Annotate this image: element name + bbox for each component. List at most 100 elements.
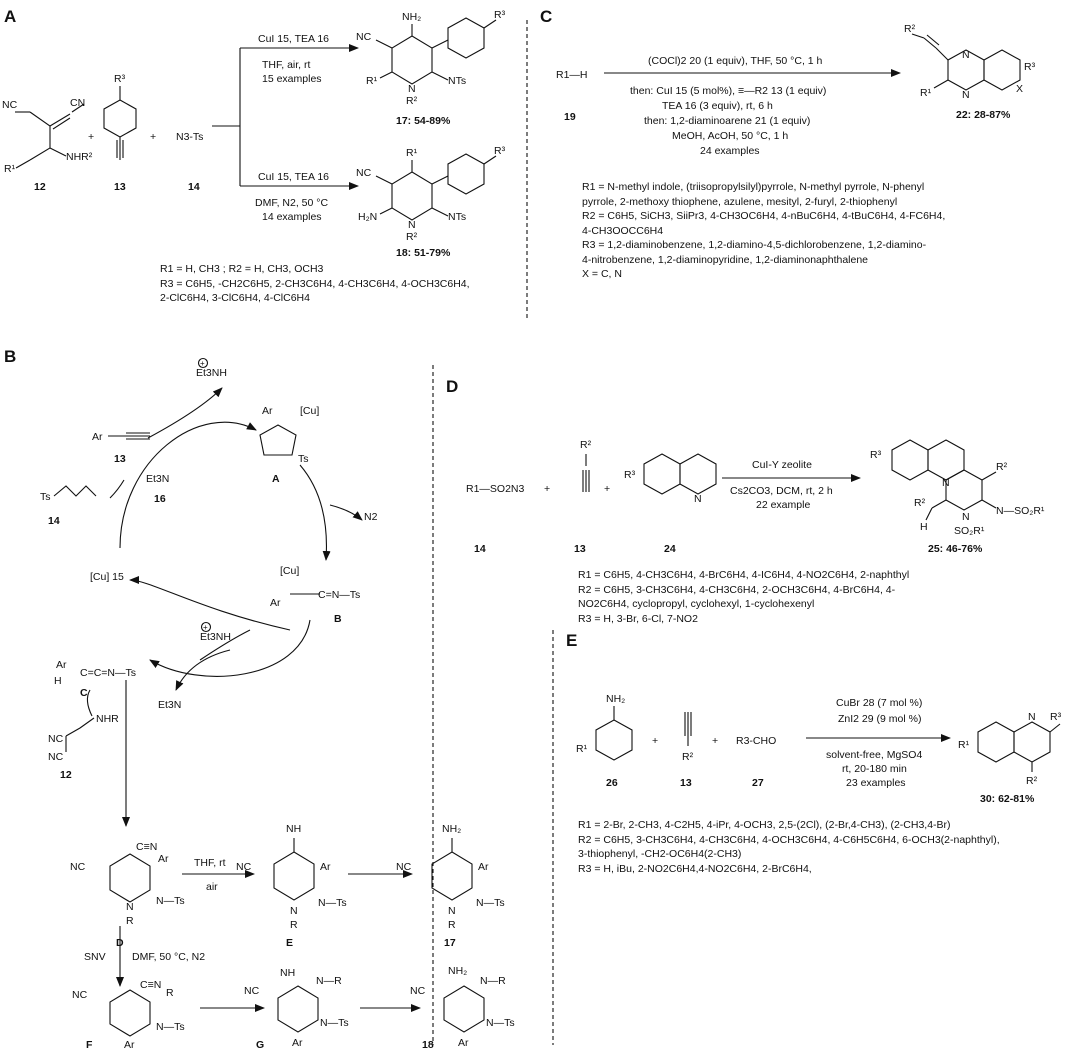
svg-text:NH₂: NH₂ — [606, 693, 625, 705]
svg-text:NH: NH — [280, 967, 295, 979]
e-cond3: 23 examples — [846, 777, 906, 789]
e-note-2: R2 = C6H5, 3-CH3C6H4, 4-CH3C6H4, 4-OCH3C… — [578, 833, 1000, 846]
b-label-13: 13 — [114, 453, 126, 465]
panel-label-b: B — [4, 347, 16, 366]
aniline-26-structure — [595, 706, 633, 761]
svg-text:Ar: Ar — [292, 1037, 303, 1049]
b-label-a: A — [272, 473, 280, 485]
product-17-b-structure — [431, 838, 473, 901]
svg-text:NH₂: NH₂ — [442, 823, 461, 835]
d-cond1: Cs2CO3, DCM, rt, 2 h — [730, 485, 833, 497]
e-yield-30: 30: 62-81% — [980, 793, 1035, 805]
b-cu-15: [Cu] 15 — [90, 571, 124, 583]
svg-text:N: N — [290, 905, 298, 917]
svg-text:NC: NC — [236, 861, 252, 873]
svg-text:R³: R³ — [114, 73, 126, 85]
c-note-7: X = C, N — [582, 268, 622, 280]
b-label-12: 12 — [60, 769, 72, 781]
d-label-14: 14 — [474, 543, 486, 555]
svg-text:NC: NC — [2, 99, 18, 111]
d-notes: R1 = C6H5, 4-CH3C6H4, 4-BrC6H4, 4-IC6H4,… — [578, 568, 909, 626]
c-step5: MeOH, AcOH, 50 °C, 1 h — [672, 130, 788, 142]
svg-text:NH₂: NH₂ — [448, 965, 467, 977]
svg-text:N: N — [962, 511, 970, 523]
svg-text:R³: R³ — [624, 469, 636, 481]
alkyne-13-e-structure — [684, 712, 692, 746]
b-label-e: E — [286, 937, 293, 949]
label-12: 12 — [34, 181, 46, 193]
b-n2: N2 — [364, 511, 378, 523]
svg-text:R¹: R¹ — [4, 163, 16, 175]
svg-text:R³: R³ — [1024, 61, 1036, 73]
e-cat2: ZnI2 29 (9 mol %) — [838, 713, 921, 725]
svg-text:N—SO₂R¹: N—SO₂R¹ — [996, 505, 1045, 517]
svg-text:+: + — [544, 483, 550, 495]
a-note-2: R3 = C6H5, -CH2C6H5, 2-CH3C6H4, 4-CH3C6H… — [160, 277, 470, 290]
e-label-27: 27 — [752, 777, 764, 789]
e-note-3: 3-thiophenyl, -CH2-OC6H4(2-CH3) — [578, 848, 742, 860]
svg-text:NC: NC — [244, 985, 260, 997]
svg-text:C≡N: C≡N — [136, 841, 157, 853]
quinoline-24-structure — [643, 453, 717, 495]
b-label-f: F — [86, 1039, 93, 1051]
b-et3nh-mid: Et3NH — [200, 631, 231, 643]
panel-label-a: A — [4, 7, 16, 26]
svg-text:R²: R² — [996, 461, 1008, 473]
svg-text:R¹: R¹ — [958, 739, 970, 751]
svg-text:Ar: Ar — [478, 861, 489, 873]
svg-text:C=N—Ts: C=N—Ts — [318, 589, 360, 601]
c-step6: 24 examples — [700, 145, 760, 157]
svg-text:R²: R² — [406, 95, 418, 107]
e-cond1: solvent-free, MgSO4 — [826, 749, 922, 761]
d-note-4: R3 = H, 3-Br, 6-Cl, 7-NO2 — [578, 612, 698, 625]
b-ts-azide: Ts — [40, 491, 51, 503]
c-note-6: 4-nitrobenzene, 1,2-diaminopyridine, 1,2… — [582, 253, 869, 266]
svg-text:NC: NC — [356, 167, 372, 179]
svg-text:R¹: R¹ — [406, 147, 418, 159]
c-note-3: R2 = C6H5, SiCH3, SiiPr3, 4-CH3OC6H4, 4-… — [582, 210, 946, 222]
b-label-18: 18 — [422, 1039, 434, 1051]
svg-text:N: N — [1028, 711, 1036, 723]
svg-text:N—Ts: N—Ts — [320, 1017, 349, 1029]
svg-text:NC: NC — [48, 733, 64, 745]
d-label-13: 13 — [574, 543, 586, 555]
a-bottom-cond1: DMF, N2, 50 °C — [255, 197, 328, 209]
svg-text:N: N — [694, 493, 702, 505]
svg-text:N—Ts: N—Ts — [156, 895, 185, 907]
c-notes: R1 = N-methyl indole, (triisopropylsilyl… — [582, 180, 945, 282]
product-18-structure — [375, 153, 497, 221]
svg-text:N: N — [126, 901, 134, 913]
svg-text:+: + — [712, 735, 718, 747]
d-cond2: 22 example — [756, 499, 810, 511]
c-substrate: R1—H — [556, 69, 588, 81]
e-aldehyde: R3-CHO — [736, 735, 776, 747]
c-step1: (COCl)2 20 (1 equiv), THF, 50 °C, 1 h — [648, 55, 823, 67]
svg-text:NH₂: NH₂ — [402, 11, 421, 23]
malononitrile-12-structure — [65, 717, 95, 752]
svg-text:N: N — [448, 905, 456, 917]
d-note-3: NO2C6H4, cyclopropyl, cyclohexyl, 1-cycl… — [578, 598, 815, 610]
a-top-cond1: THF, air, rt — [262, 59, 311, 71]
c-note-1: R1 = N-methyl indole, (triisopropylsilyl… — [582, 181, 925, 193]
e-label-26: 26 — [606, 777, 618, 789]
label-14-a: 14 — [188, 181, 200, 193]
b-cond-snv: SNV — [84, 951, 106, 963]
svg-text:N—Ts: N—Ts — [318, 897, 347, 909]
svg-text:R³: R³ — [494, 145, 506, 157]
svg-text:NC: NC — [70, 861, 86, 873]
svg-text:NTs: NTs — [448, 211, 466, 223]
svg-text:NH: NH — [286, 823, 301, 835]
product-17-structure — [375, 17, 497, 85]
e-notes: R1 = 2-Br, 2-CH3, 4-C2H5, 4-iPr, 4-OCH3,… — [578, 818, 1000, 876]
c-note-5: R3 = 1,2-diaminobenzene, 1,2-diamino-4,5… — [582, 239, 927, 251]
svg-text:H: H — [920, 521, 928, 533]
intermediate-d-structure — [109, 853, 151, 903]
svg-text:R²: R² — [904, 23, 916, 35]
svg-text:R¹: R¹ — [366, 75, 378, 87]
svg-text:NC: NC — [410, 985, 426, 997]
svg-text:R: R — [126, 915, 134, 927]
intermediate-a-structure — [259, 424, 297, 456]
product-25-structure — [891, 439, 997, 521]
svg-text:+: + — [200, 359, 205, 368]
svg-text:R¹: R¹ — [576, 743, 588, 755]
